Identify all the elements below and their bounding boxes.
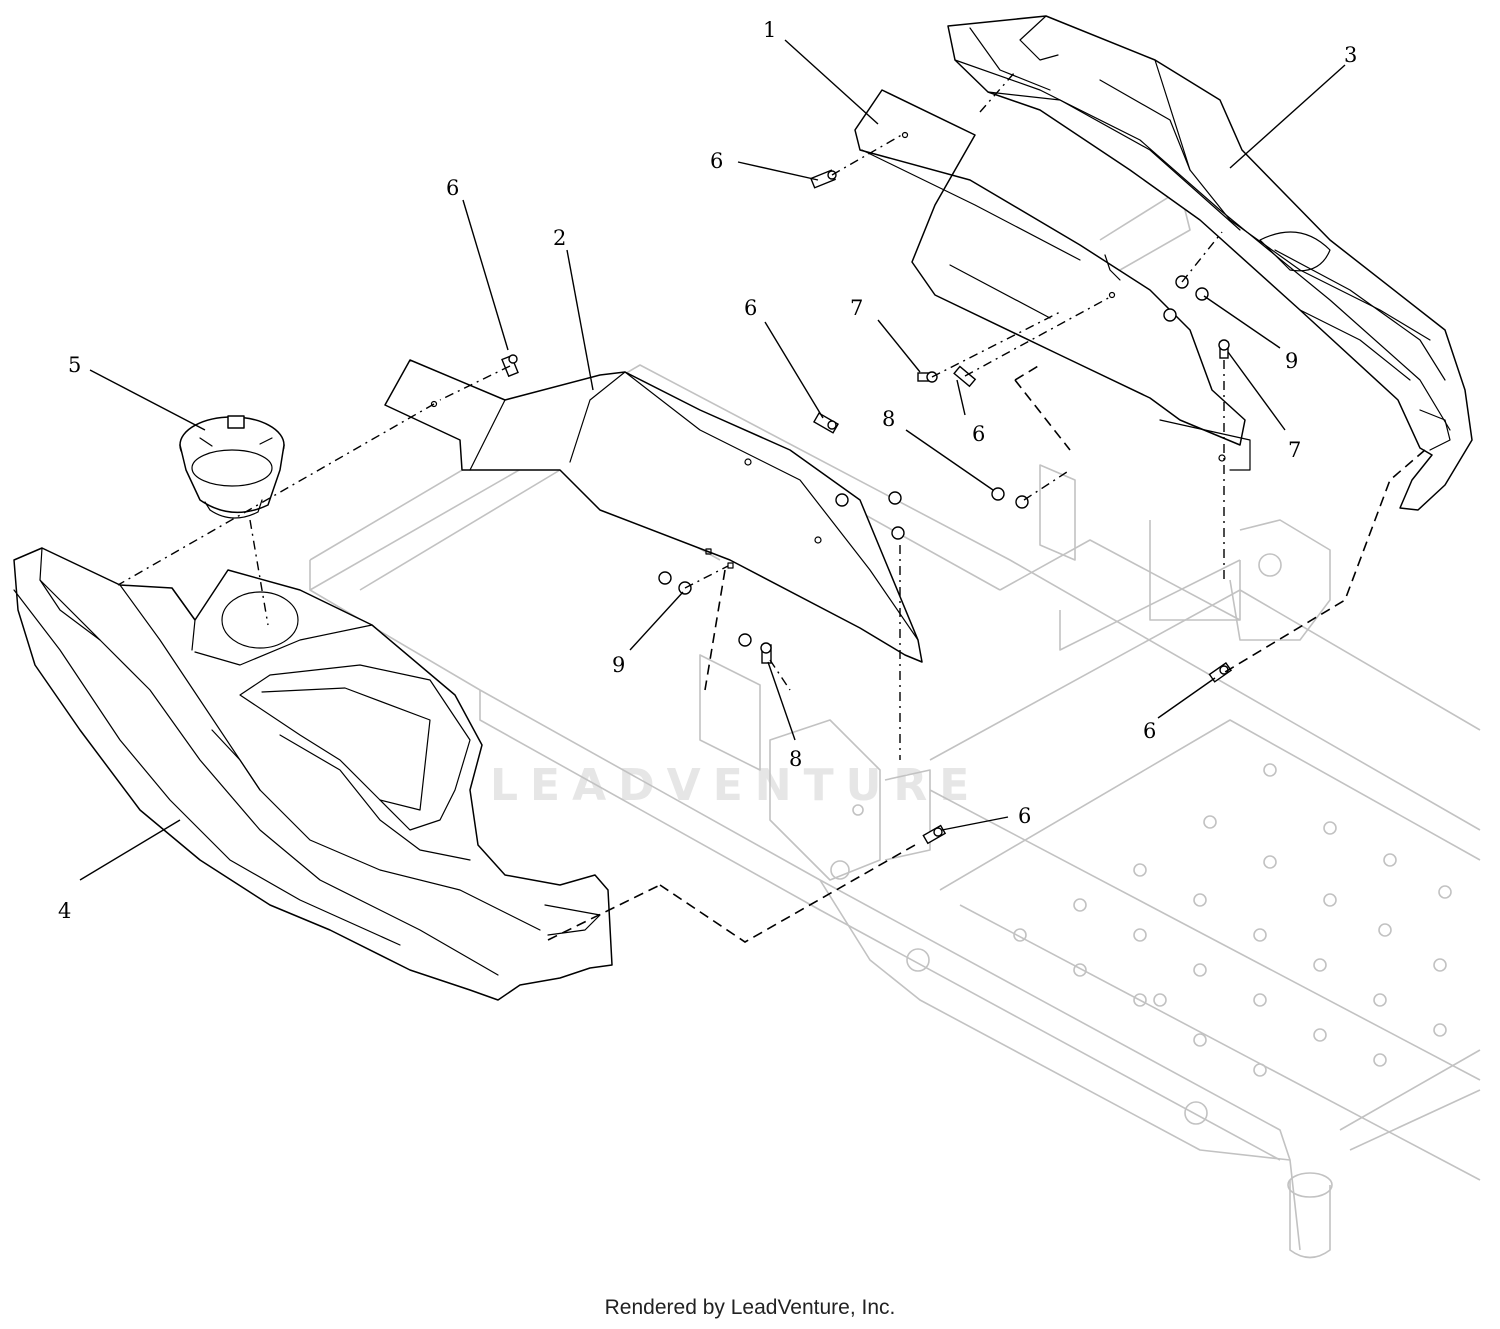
callout-3: 3 (1344, 43, 1357, 67)
callout-2: 2 (553, 226, 566, 250)
bolt-7b (1218, 339, 1230, 359)
screw-6f (922, 824, 947, 845)
callout-8-upper: 8 (882, 407, 895, 431)
screw-6b (501, 354, 519, 378)
part-4-front-fender (13, 547, 613, 1001)
floor-dimples (1013, 763, 1452, 1077)
part-1-rear-panel (854, 89, 1251, 471)
screw-6c (813, 412, 839, 434)
fasteners (501, 169, 1233, 845)
callout-7-left: 7 (850, 296, 863, 320)
part-3-rear-fender (947, 15, 1473, 511)
callout-9-left: 9 (612, 653, 625, 677)
pin-8a (991, 487, 1029, 509)
callout-6-lower-right: 6 (1143, 719, 1156, 743)
callout-1: 1 (763, 18, 776, 42)
part-2-front-panel (384, 359, 923, 663)
callout-9-right: 9 (1285, 349, 1298, 373)
chassis-frame (309, 189, 1481, 1259)
leader-lines (79, 39, 1346, 881)
nut-9a (658, 571, 672, 585)
callout-6-front-top: 6 (446, 176, 459, 200)
callout-6-mid-right: 6 (972, 422, 985, 446)
part-5-cup-holder (179, 415, 285, 519)
callout-4: 4 (58, 899, 71, 923)
callout-5: 5 (68, 353, 81, 377)
callout-6-rear-top: 6 (710, 149, 723, 173)
callout-7-right: 7 (1288, 438, 1301, 462)
screw-6d (953, 365, 977, 388)
callout-6-lower-center: 6 (1018, 804, 1031, 828)
screw-6a (810, 169, 837, 189)
callout-8-lower: 8 (789, 747, 802, 771)
pin-8b (760, 642, 772, 664)
watermark: LEADVENTURE (490, 760, 982, 811)
callout-6-center: 6 (744, 296, 757, 320)
footer-credit: Rendered by LeadVenture, Inc. (604, 1296, 896, 1319)
assembly-lines (117, 71, 1426, 943)
callout-labels: 1 2 3 4 5 6 6 6 6 6 6 7 7 8 8 9 9 (58, 18, 1357, 923)
bolt-7a (917, 371, 938, 383)
